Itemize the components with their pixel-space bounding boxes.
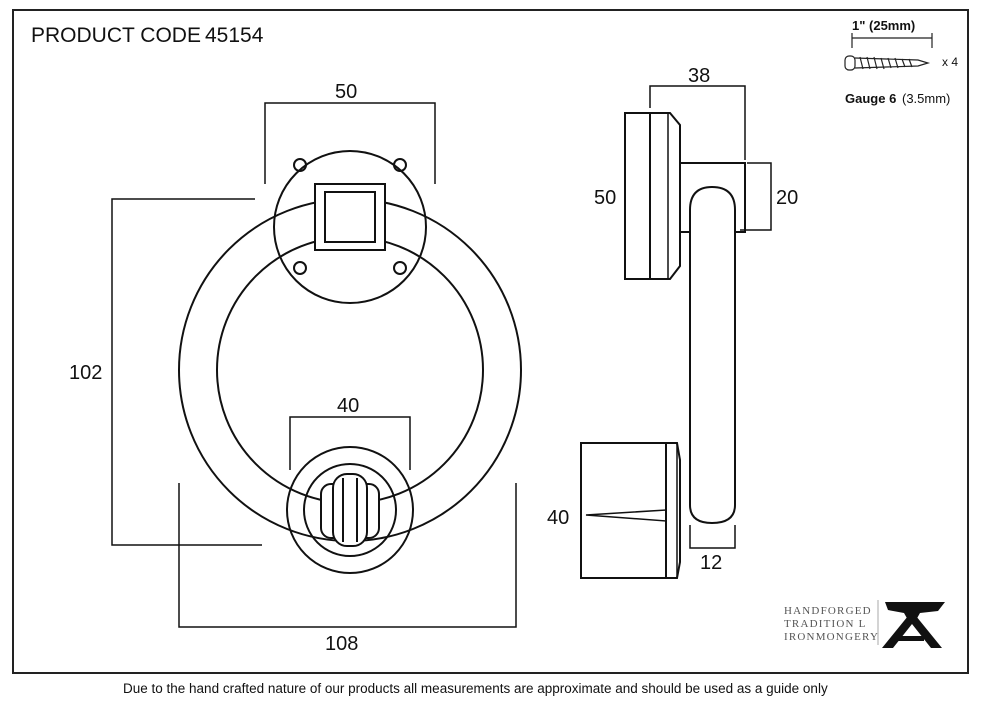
- dim-label-overall-width: 108: [325, 633, 358, 655]
- footer-disclaimer: Due to the hand crafted nature of our pr…: [123, 681, 828, 696]
- brand-line-1: HANDFORGED: [784, 605, 872, 617]
- fixing-hole: [393, 158, 407, 172]
- dim-backplate-width: [264, 102, 436, 184]
- brand-line-2: TRADITION L: [784, 618, 867, 630]
- dim-projection: [649, 85, 746, 160]
- fixing-hole: [293, 261, 307, 275]
- screw-spec: 1" (25mm) x 4 Gauge 6 (3.5mm): [844, 18, 958, 106]
- dim-label-striker-width: 40: [337, 395, 359, 417]
- pivot-block-inner: [324, 191, 376, 243]
- dim-label-striker-height: 40: [547, 507, 569, 529]
- dim-overall-width: [178, 483, 517, 628]
- side-ring: [689, 185, 736, 525]
- top-backplate: [273, 150, 427, 304]
- dim-arm-height: [740, 162, 772, 231]
- product-code-value: 45154: [205, 24, 264, 47]
- product-code-label: PRODUCT CODE: [31, 24, 201, 47]
- front-view: [111, 102, 522, 628]
- dim-overall-height: [111, 198, 262, 546]
- dim-ring-thickness: [689, 525, 736, 549]
- dim-label-arm-height: 20: [776, 187, 798, 209]
- side-backplate: [624, 112, 651, 280]
- pivot-block-outer: [314, 183, 386, 251]
- gauge-label: Gauge 6: [845, 91, 896, 106]
- striker-knob: [320, 473, 380, 547]
- side-striker-plate: [666, 442, 681, 579]
- dim-label-backplate-width: 50: [335, 81, 357, 103]
- striker-plate: [286, 446, 414, 574]
- side-view: [580, 85, 772, 579]
- striker-plate-inner: [303, 463, 397, 557]
- brand-logo: HANDFORGED TRADITION L IRONMONGERY: [784, 600, 945, 648]
- brand-line-3: IRONMONGERY: [784, 631, 879, 643]
- dim-label-backplate-height: 50: [594, 187, 616, 209]
- dim-striker-width: [289, 416, 411, 470]
- gauge-mm: (3.5mm): [902, 91, 950, 106]
- screw-quantity: x 4: [942, 55, 958, 69]
- side-arm: [680, 162, 746, 233]
- drawing-frame: [12, 9, 969, 674]
- screw-icon: [844, 55, 931, 71]
- dim-label-projection: 38: [688, 65, 710, 87]
- side-backplate-bevel: [649, 112, 681, 280]
- anvil-icon: [882, 602, 945, 648]
- fixing-hole: [393, 261, 407, 275]
- screw-length-label: 1" (25mm): [852, 18, 915, 33]
- fixing-hole: [293, 158, 307, 172]
- dim-label-overall-height: 102: [69, 362, 102, 384]
- dim-label-ring-thickness: 12: [700, 552, 722, 574]
- striker-spike: [585, 509, 667, 522]
